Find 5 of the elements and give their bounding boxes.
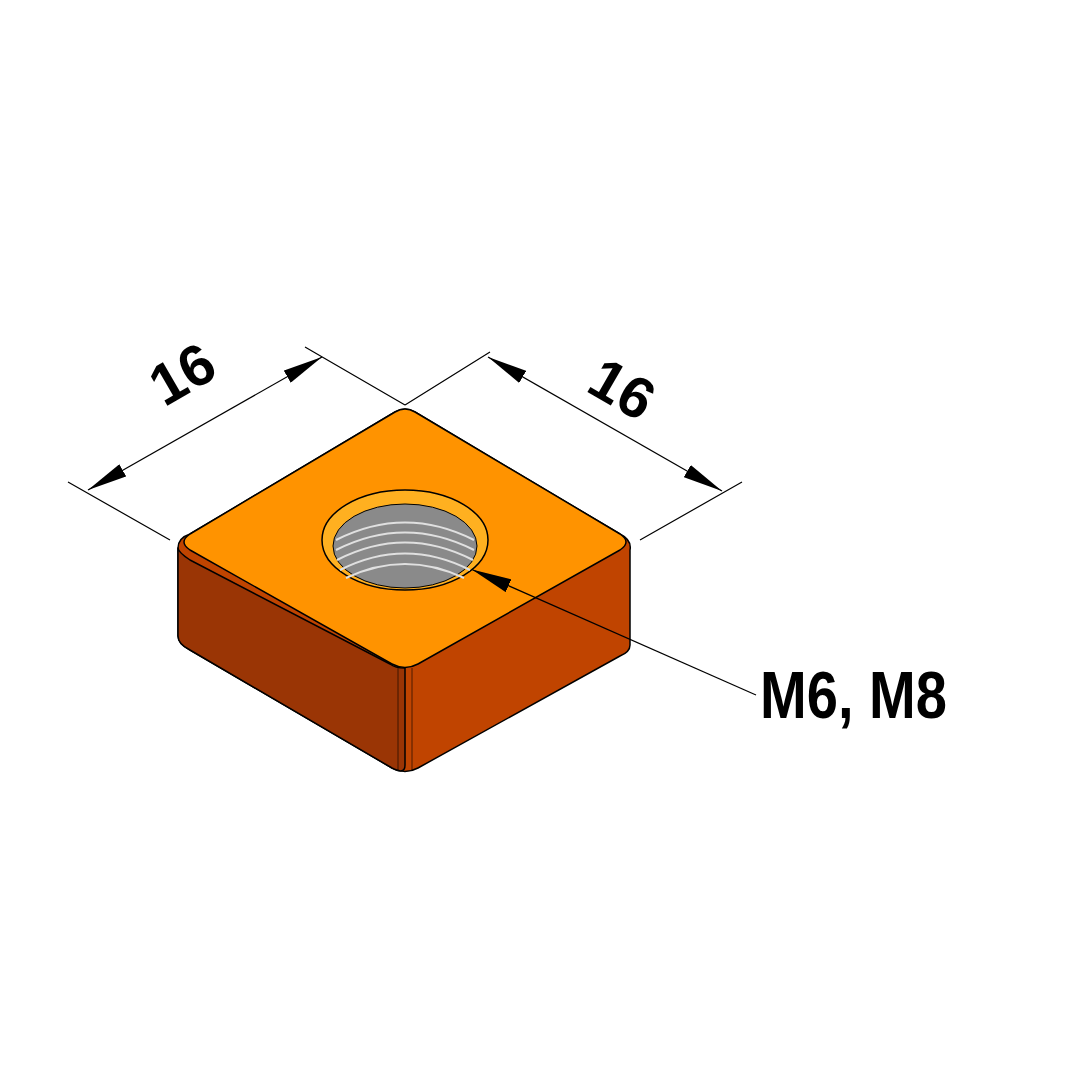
threaded-hole xyxy=(321,489,489,591)
leader-line xyxy=(471,568,757,696)
dimension-value: 16 xyxy=(139,332,225,416)
thread-size-label: M6, M8 xyxy=(760,662,948,728)
dimension-value: 16 xyxy=(579,347,665,431)
